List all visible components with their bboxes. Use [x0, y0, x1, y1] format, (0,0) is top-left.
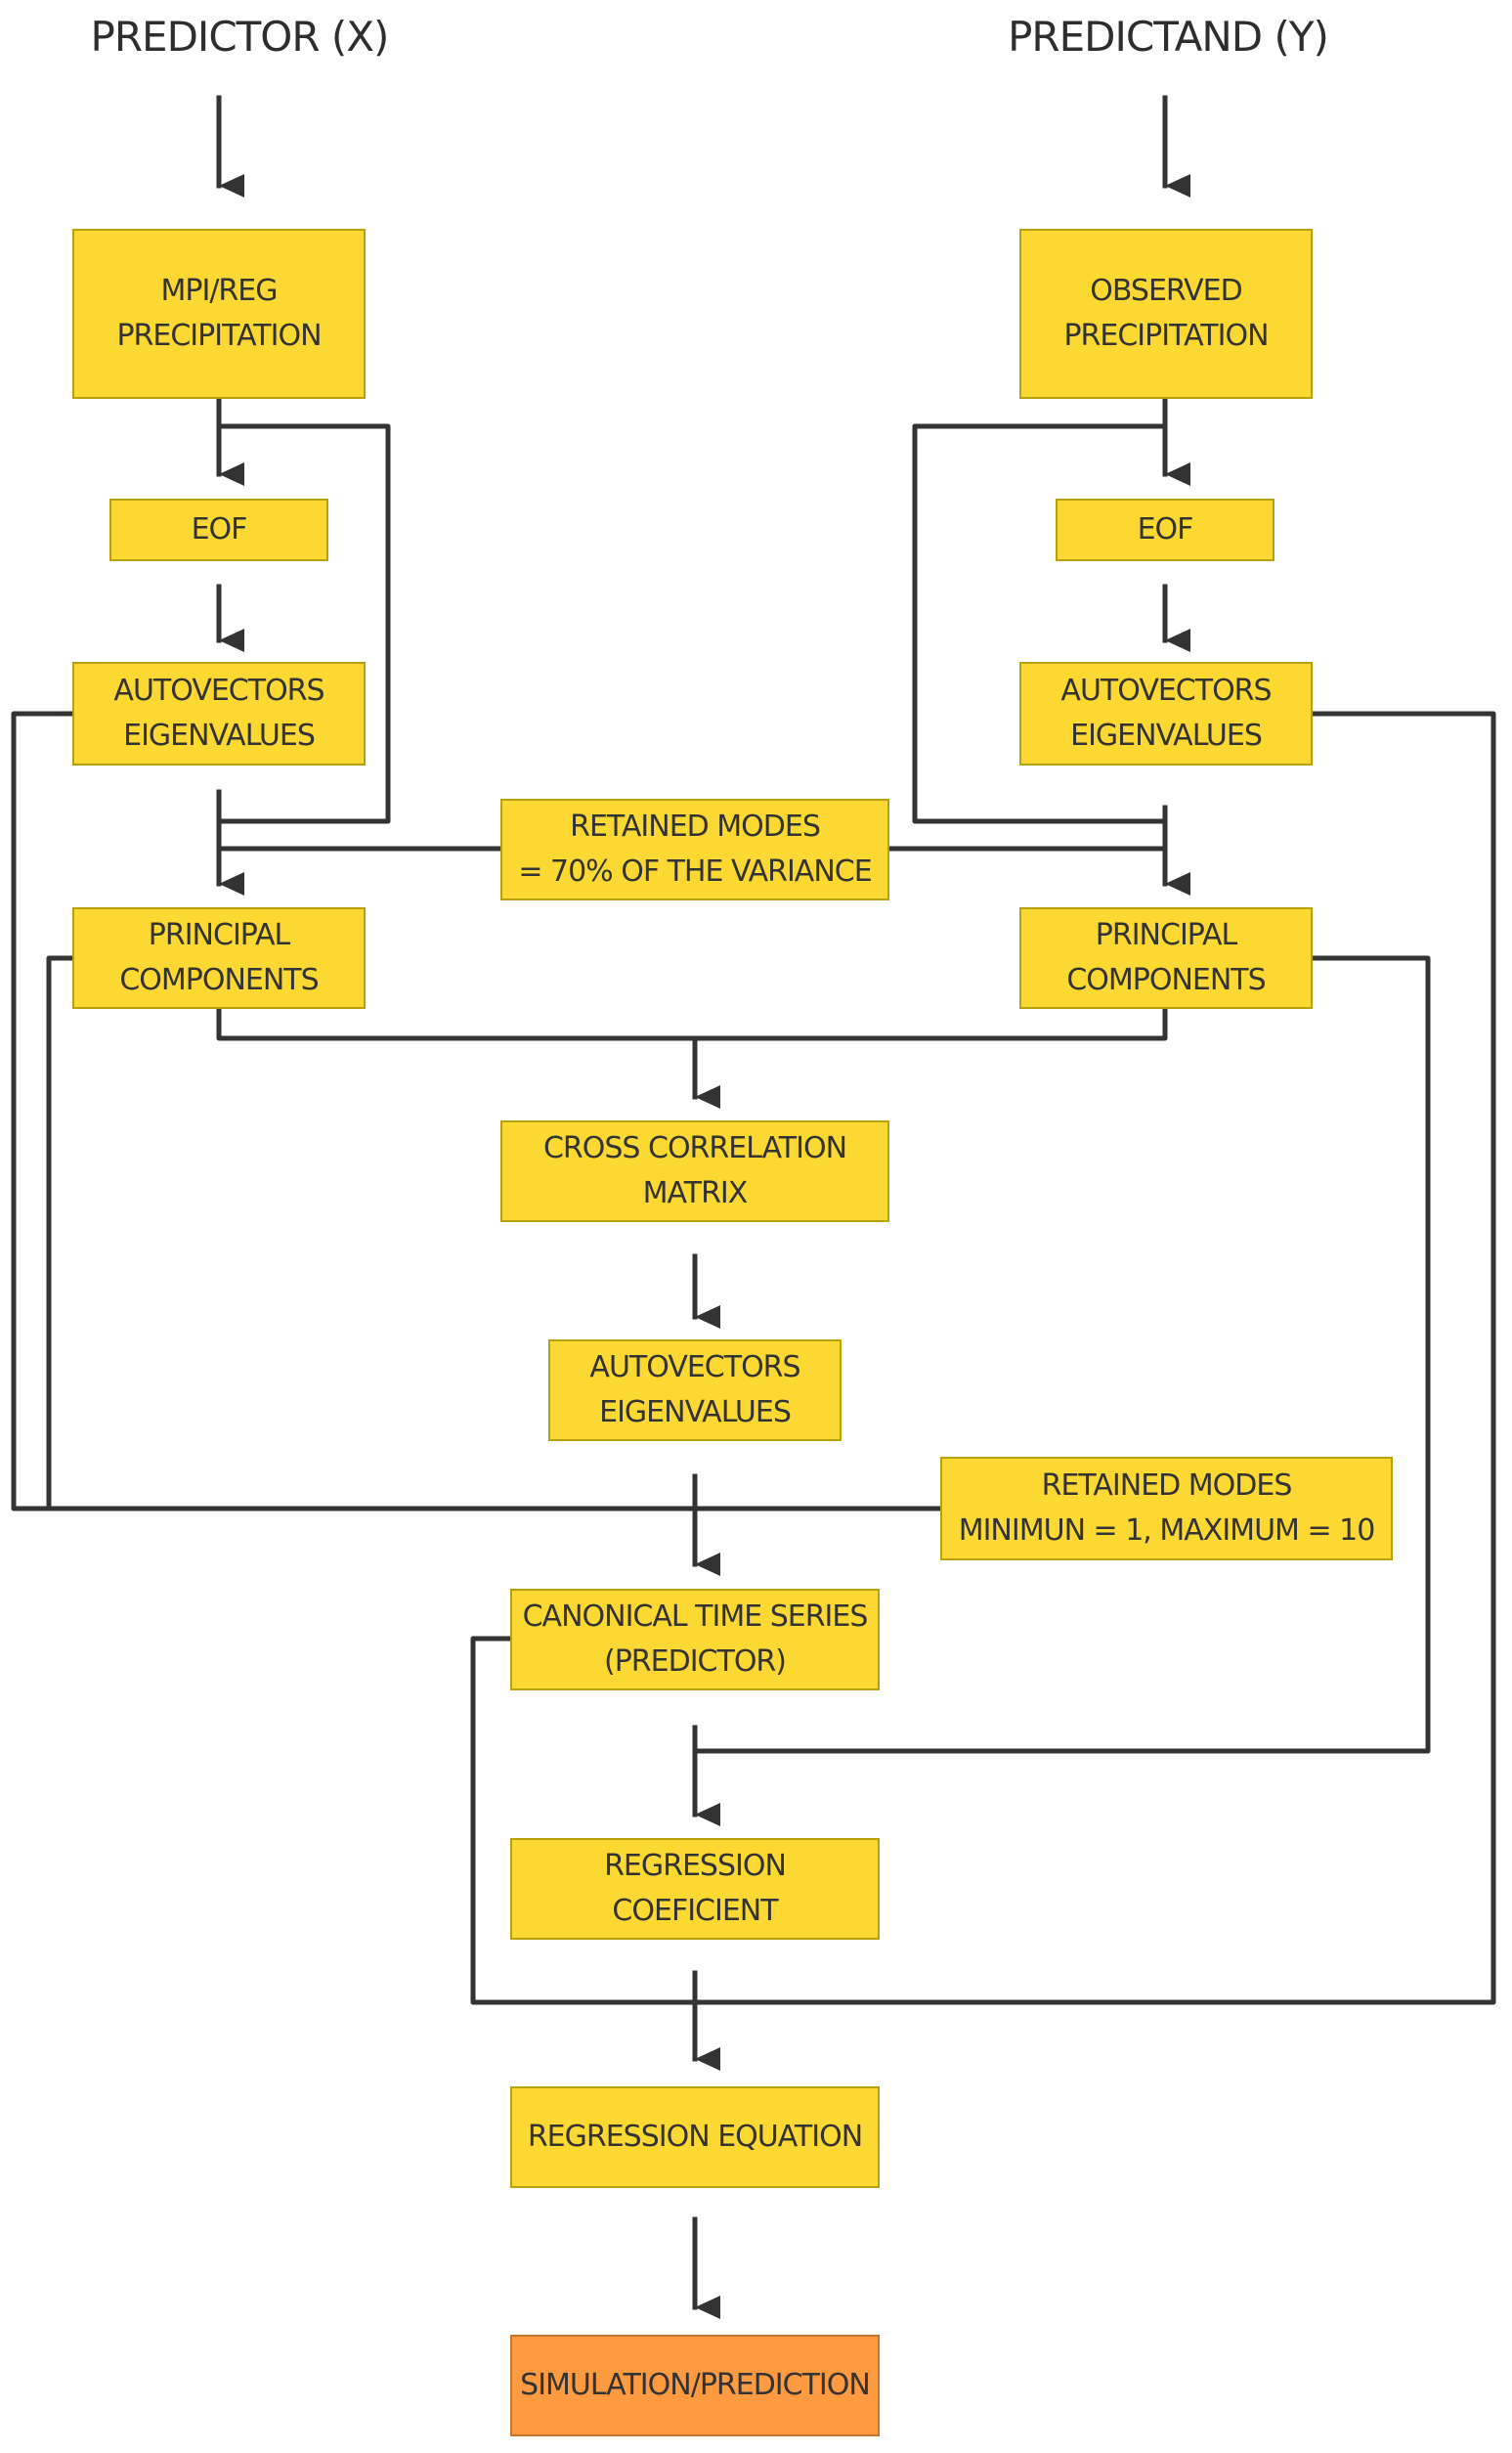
regression-equation-label: REGRESSION EQUATION — [527, 2120, 863, 2154]
predictand-header: PREDICTAND (Y) — [1008, 13, 1329, 61]
autovectors-left-label: AUTOVECTORS EIGENVALUES — [113, 674, 324, 753]
observed-precipitation-label: OBSERVED PRECIPITATION — [1063, 274, 1269, 353]
autovectors-center-box: AUTOVECTORS EIGENVALUES — [548, 1339, 842, 1441]
line-pc-left-feed — [46, 955, 75, 1511]
observed-precipitation-box: OBSERVED PRECIPITATION — [1019, 229, 1313, 399]
eof-right-box: EOF — [1056, 499, 1274, 561]
cross-correlation-matrix-box: CROSS CORRELATION MATRIX — [500, 1120, 889, 1222]
regression-coefficient-box: REGRESSION COEFICIENT — [510, 1838, 880, 1940]
principal-components-left-box: PRINCIPAL COMPONENTS — [72, 907, 366, 1009]
line-mpi-bypass — [216, 423, 391, 824]
eof-left-label: EOF — [191, 512, 248, 547]
principal-components-right-box: PRINCIPAL COMPONENTS — [1019, 907, 1313, 1009]
autovectors-right-label: AUTOVECTORS EIGENVALUES — [1060, 674, 1272, 753]
retained-modes-minmax-box: RETAINED MODES MINIMUN = 1, MAXIMUM = 10 — [940, 1457, 1393, 1560]
line-pc-right-feed — [692, 955, 1431, 1754]
eof-right-label: EOF — [1137, 512, 1194, 547]
simulation-prediction-label: SIMULATION/PREDICTION — [520, 2368, 871, 2402]
canonical-time-series-label: CANONICAL TIME SERIES (PREDICTOR) — [522, 1599, 869, 1679]
retained-modes-variance-box: RETAINED MODES = 70% OF THE VARIANCE — [500, 799, 889, 900]
line-observed-bypass — [912, 423, 1168, 824]
canonical-time-series-box: CANONICAL TIME SERIES (PREDICTOR) — [510, 1589, 880, 1690]
line-pc-merge — [216, 1006, 1168, 1041]
retained-modes-minmax-label: RETAINED MODES MINIMUN = 1, MAXIMUM = 10 — [958, 1468, 1376, 1548]
line-autovectors-left-feed — [11, 711, 943, 1511]
autovectors-left-box: AUTOVECTORS EIGENVALUES — [72, 662, 366, 766]
principal-components-left-label: PRINCIPAL COMPONENTS — [119, 918, 319, 997]
cross-correlation-matrix-label: CROSS CORRELATION MATRIX — [542, 1131, 847, 1210]
regression-coefficient-label: REGRESSION COEFICIENT — [604, 1849, 787, 1928]
mpi-reg-precipitation-label: MPI/REG PRECIPITATION — [116, 274, 322, 353]
principal-components-right-label: PRINCIPAL COMPONENTS — [1066, 918, 1266, 997]
simulation-prediction-box: SIMULATION/PREDICTION — [510, 2335, 880, 2436]
mpi-reg-precipitation-box: MPI/REG PRECIPITATION — [72, 229, 366, 399]
eof-left-box: EOF — [109, 499, 328, 561]
line-autovectors-right-feed — [470, 711, 1496, 2005]
autovectors-center-label: AUTOVECTORS EIGENVALUES — [589, 1350, 800, 1429]
regression-equation-box: REGRESSION EQUATION — [510, 2086, 880, 2188]
predictor-header: PREDICTOR (X) — [90, 13, 390, 61]
retained-modes-variance-label: RETAINED MODES = 70% OF THE VARIANCE — [518, 810, 872, 889]
autovectors-right-box: AUTOVECTORS EIGENVALUES — [1019, 662, 1313, 766]
